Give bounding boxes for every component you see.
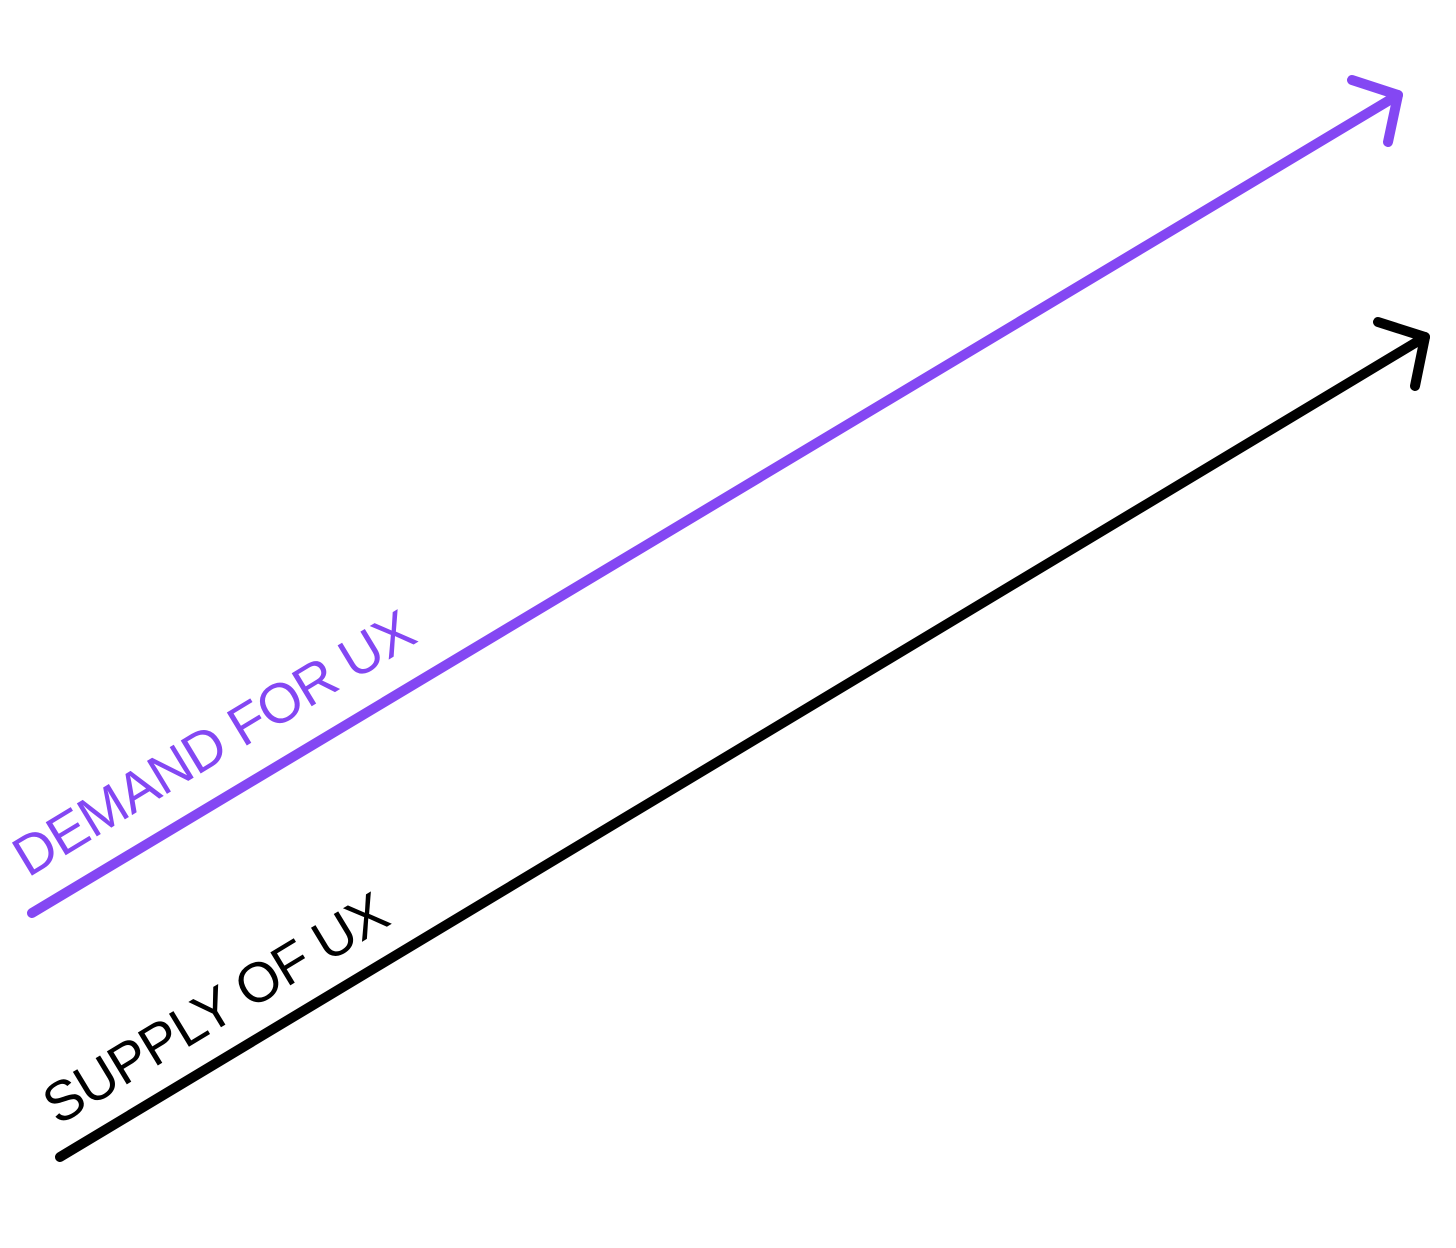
demand-arrow bbox=[27, 75, 1403, 918]
demand-arrow-shaft bbox=[27, 90, 1403, 918]
demand-label: DEMAND FOR UX bbox=[2, 597, 426, 888]
supply-label: SUPPLY OF UX bbox=[32, 880, 399, 1137]
supply-arrow bbox=[55, 317, 1430, 1162]
demand-arrow-head bbox=[1347, 75, 1403, 147]
supply-arrow-head bbox=[1373, 317, 1430, 391]
supply-arrow-shaft bbox=[55, 332, 1430, 1162]
